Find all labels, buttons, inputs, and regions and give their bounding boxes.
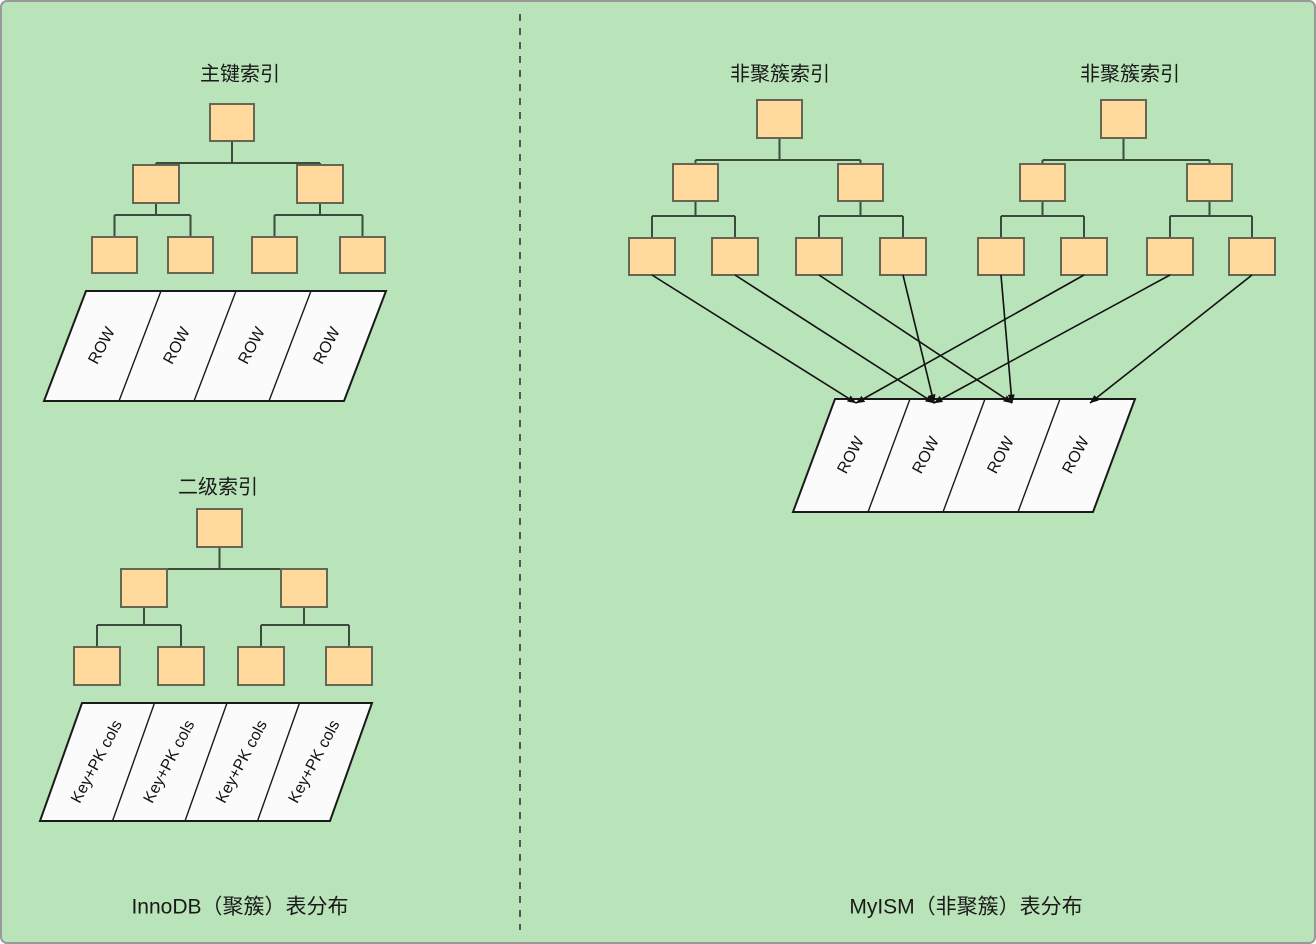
index-node-internal — [132, 164, 180, 204]
index-node-leaf — [167, 236, 214, 274]
data-cell-divider — [867, 398, 911, 513]
index-node-internal — [280, 568, 328, 608]
index-node-leaf — [339, 236, 386, 274]
index-node-root — [756, 99, 803, 139]
index-node-internal — [1186, 163, 1233, 202]
panel-caption-myism: MyISM（非聚簇）表分布 — [849, 896, 1082, 919]
index-nodes-layer — [73, 99, 1276, 686]
leaf-to-row-arrow — [855, 274, 1085, 404]
leaf-to-row-arrow — [1000, 274, 1015, 404]
data-cell-divider — [268, 290, 312, 402]
index-node-leaf — [325, 646, 373, 686]
index-node-leaf — [1060, 237, 1108, 276]
connector-lines-layer — [96, 138, 1253, 647]
index-node-internal — [1019, 163, 1066, 202]
tree-title: 非聚簇索引 — [730, 62, 830, 85]
index-node-leaf — [1146, 237, 1194, 276]
leaf-to-row-arrow — [651, 274, 857, 404]
data-cell-divider — [256, 702, 301, 822]
index-node-leaf — [1228, 237, 1276, 276]
index-node-leaf — [711, 237, 759, 276]
panel-caption-innodb: InnoDB（聚簇）表分布 — [131, 896, 348, 919]
data-cell-divider — [942, 398, 986, 513]
leaf-to-row-arrow — [933, 274, 1171, 404]
index-node-leaf — [237, 646, 285, 686]
index-node-leaf — [91, 236, 138, 274]
leaf-to-row-arrow — [902, 274, 936, 404]
index-node-leaf — [251, 236, 298, 274]
pointer-arrows-layer — [651, 274, 1253, 404]
index-node-leaf — [157, 646, 205, 686]
index-node-root — [196, 508, 243, 548]
data-cell-divider — [193, 290, 237, 402]
data-cell-divider — [184, 702, 228, 822]
data-cell-divider — [111, 702, 156, 822]
index-node-root — [209, 103, 255, 142]
index-node-root — [1100, 99, 1147, 139]
tree-title: 二级索引 — [178, 475, 258, 498]
data-cell-divider — [118, 290, 162, 402]
leaf-to-row-arrow — [1089, 274, 1253, 404]
leaf-to-row-arrow — [734, 274, 935, 404]
index-node-leaf — [628, 237, 676, 276]
index-node-internal — [296, 164, 344, 204]
index-node-leaf — [73, 646, 121, 686]
tree-title: 主键索引 — [200, 62, 280, 85]
index-node-internal — [672, 163, 719, 202]
index-node-leaf — [977, 237, 1025, 276]
index-node-leaf — [879, 237, 927, 276]
tree-title: 非聚簇索引 — [1080, 62, 1180, 85]
leaf-to-row-arrow — [818, 274, 1013, 404]
index-node-internal — [120, 568, 168, 608]
index-node-leaf — [795, 237, 843, 276]
index-node-internal — [837, 163, 884, 202]
data-cell-divider — [1017, 398, 1061, 513]
